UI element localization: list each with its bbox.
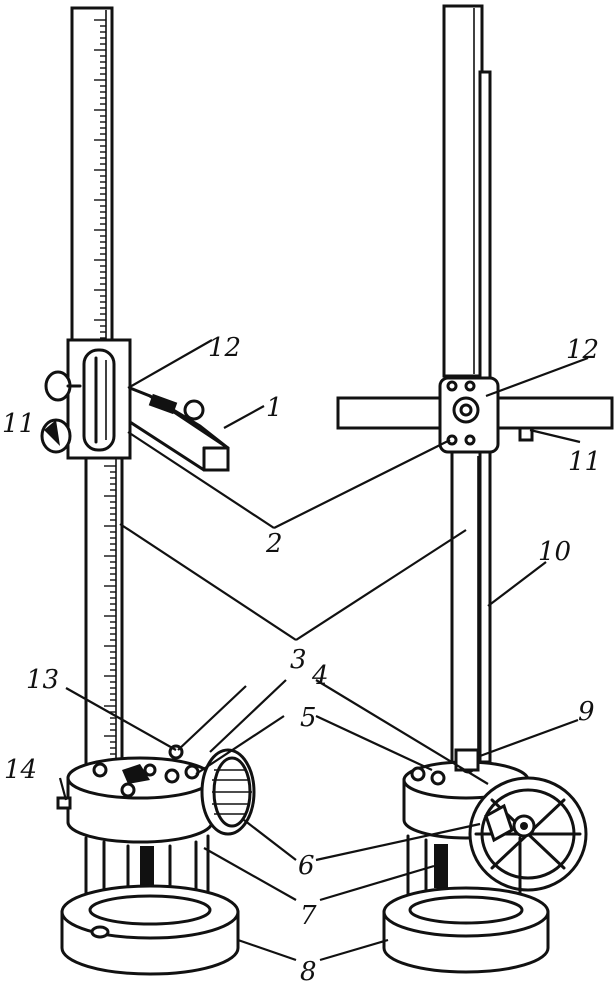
left-column-scale-ticks-lower — [104, 465, 116, 767]
label-5: 5 — [300, 703, 317, 733]
part-labels: 1 12 11 2 12 11 10 3 4 5 13 14 9 6 7 8 — [2, 333, 601, 987]
right-handwheel — [468, 776, 588, 892]
label-3: 3 — [290, 645, 307, 675]
leader-lines — [58, 339, 589, 962]
left-slider — [40, 338, 132, 460]
label-8: 8 — [300, 957, 317, 987]
label-9: 9 — [578, 697, 595, 727]
label-12-right: 12 — [566, 335, 599, 365]
label-11-left: 11 — [2, 409, 35, 439]
left-foot — [60, 884, 240, 976]
right-crossbar — [336, 376, 614, 454]
label-2: 2 — [265, 529, 283, 559]
left-scale-lower — [84, 453, 124, 775]
left-instrument — [40, 6, 256, 976]
right-foot — [382, 886, 550, 974]
label-11-right: 11 — [568, 447, 601, 477]
label-4: 4 — [311, 661, 329, 691]
right-instrument — [336, 4, 614, 974]
left-base-head — [56, 744, 214, 844]
left-handwheel — [200, 748, 256, 836]
label-13: 13 — [26, 665, 59, 695]
label-7: 7 — [300, 901, 317, 931]
left-graduated-column — [70, 6, 114, 350]
left-scriber-arm — [128, 385, 230, 472]
label-14: 14 — [4, 755, 37, 785]
left-column-scale-ticks-upper — [94, 19, 106, 339]
label-1: 1 — [266, 393, 283, 423]
label-10: 10 — [538, 537, 571, 567]
label-6: 6 — [298, 851, 315, 881]
label-12-left: 12 — [208, 333, 241, 363]
